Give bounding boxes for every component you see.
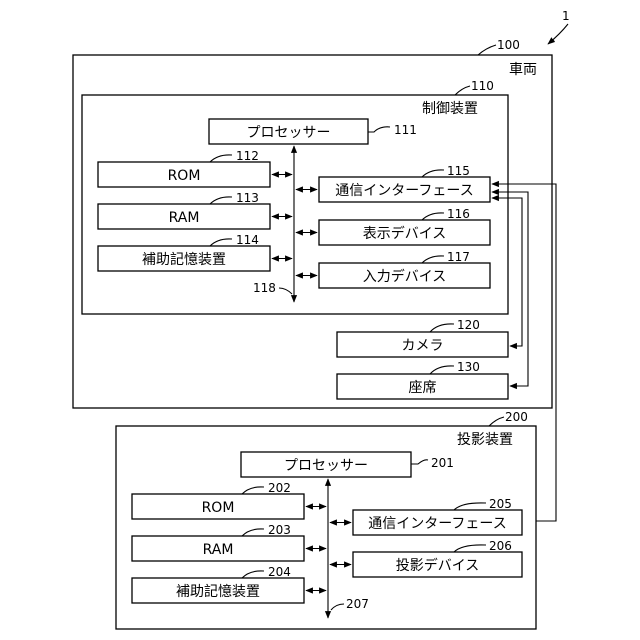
projector-ref-leader [489, 417, 504, 426]
projector-processor-ref: 201 [431, 456, 454, 470]
seat-label: 座席 [409, 380, 437, 396]
control-device-ref: 110 [471, 79, 494, 93]
vehicle-ref: 100 [497, 38, 520, 52]
control-rom-label: ROM [168, 168, 201, 184]
control-display-label: 表示デバイス [363, 225, 447, 242]
vehicle-title: 車両 [509, 61, 537, 78]
control-ram-ref: 113 [236, 191, 259, 205]
control-input-ref: 117 [447, 250, 470, 264]
control-processor-label: プロセッサー [247, 125, 331, 141]
control-comm-ref: 115 [447, 164, 470, 178]
seat-ref: 130 [457, 360, 480, 374]
control-comm-label: 通信インターフェース [335, 183, 473, 199]
projector-rom-ref: 202 [268, 481, 291, 495]
projector-device-ref: 206 [489, 539, 512, 553]
projector-comm-ref: 205 [489, 497, 512, 511]
control-storage-ref: 114 [236, 233, 259, 247]
projector-comm-label: 通信インターフェース [368, 516, 506, 532]
projector-ram-ref: 203 [268, 523, 291, 537]
figure-ref-label: 1 [562, 9, 570, 23]
control-processor-ref: 111 [394, 123, 417, 137]
control-bus-ref: 118 [253, 281, 276, 295]
control-device-block: 110 制御装置 プロセッサー 111 ROM 112 RAM 113 補助記憶… [82, 79, 508, 314]
vehicle-ref-leader [478, 45, 496, 55]
projector-ram-label: RAM [203, 542, 234, 558]
camera-ref: 120 [457, 318, 480, 332]
projector-ref: 200 [505, 410, 528, 424]
projector-storage-ref: 204 [268, 565, 291, 579]
projector-rom-label: ROM [202, 500, 235, 516]
projector-storage-label: 補助記憶装置 [176, 583, 260, 600]
projector-bus-ref: 207 [346, 597, 369, 611]
control-input-label: 入力デバイス [363, 268, 447, 285]
control-storage-label: 補助記憶装置 [142, 251, 226, 268]
projector-processor-label: プロセッサー [284, 458, 368, 474]
control-device-title: 制御装置 [422, 101, 478, 117]
control-rom-ref: 112 [236, 149, 259, 163]
camera-label: カメラ [402, 338, 444, 354]
figure-ref-arrow [548, 24, 568, 44]
projector-title: 投影装置 [457, 432, 513, 448]
figure-reference: 1 [548, 9, 570, 44]
control-display-ref: 116 [447, 207, 470, 221]
projector-device-label: 投影デバイス [396, 557, 480, 574]
control-ram-label: RAM [169, 210, 200, 226]
projector-block: 200 投影装置 プロセッサー 201 ROM 202 RAM 203 補助記憶… [116, 410, 536, 629]
